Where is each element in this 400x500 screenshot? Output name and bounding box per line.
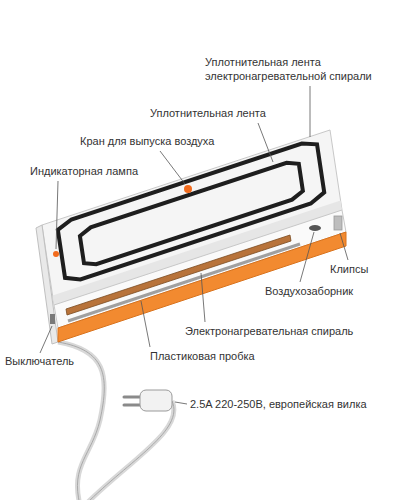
leader-line [300,232,314,282]
base-top [54,210,346,328]
part-label: Клипсы [330,262,368,276]
plastic-plug [68,244,300,321]
part-label: Уплотнительная лента [150,106,266,120]
air-intake [309,225,321,231]
part-label: Кран для выпуска воздуха [80,134,214,148]
plug-pin [124,396,140,399]
leader-line [56,181,58,249]
power-cord-edge [85,401,174,500]
part-label: Воздухозаборник [265,284,353,298]
leader-line [40,326,52,353]
leader-line [175,402,187,404]
clip [334,216,342,230]
indicator-lamp [53,251,59,257]
part-label: Индикаторная лампа [30,164,138,178]
end-cap [36,225,58,344]
part-label: Уплотнительная лента электронагревательн… [205,55,380,83]
leader-line [258,123,273,162]
leader-line [201,273,205,322]
air-valve [184,185,192,193]
leader-line [340,233,348,260]
part-label: Электронагревательная спираль [185,324,353,338]
heating-strip [66,235,291,315]
part-label: 2.5A 220-250В, европейская вилка [190,397,367,411]
power-cord [85,401,174,500]
leader-line [160,151,185,184]
plug-pin [124,404,140,407]
switch [50,314,55,324]
part-label: Выключатель [5,354,74,368]
leader-line [141,301,150,347]
euro-plug [140,390,172,411]
part-label: Пластиковая пробка [150,349,255,363]
leader-line [310,86,311,137]
